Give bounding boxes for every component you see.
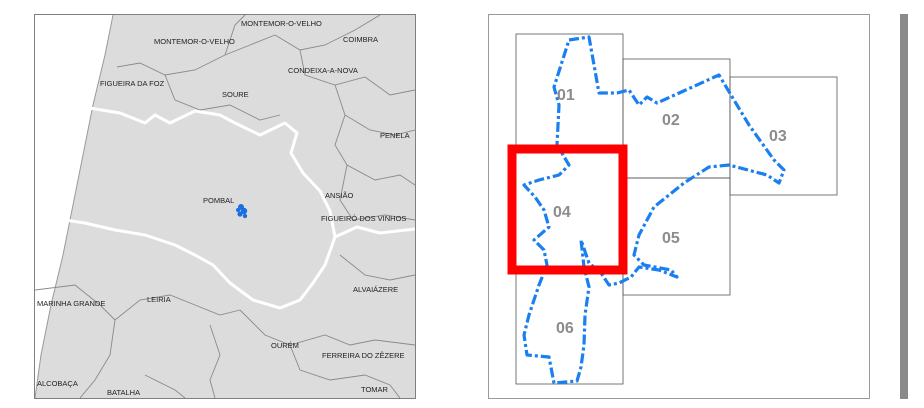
- tile-04-highlight: [507, 144, 628, 275]
- place-soure: SOURE: [222, 90, 249, 99]
- tile-05-label: 05: [662, 230, 680, 247]
- tile-index-svg: 01 02 03 04 05 06: [507, 33, 838, 385]
- place-batalha: BATALHA: [107, 388, 140, 397]
- place-alcobaca: ALCOBAÇA: [37, 379, 78, 388]
- place-tomar: TOMAR: [361, 385, 389, 394]
- place-marinha-grande: MARINHA GRANDE: [37, 299, 105, 308]
- tile-02-label: 02: [662, 112, 680, 129]
- place-alvaiazere: ALVAIÁZERE: [353, 285, 398, 294]
- tile-03-label: 03: [769, 128, 787, 145]
- tile-index-map: 01 02 03 04 05 06: [488, 14, 870, 399]
- location-map-svg: MONTEMOR-O-VELHO MONTEMOR-O-VELHO COIMBR…: [35, 15, 415, 398]
- study-site-marker: [236, 204, 248, 219]
- place-montemor-o-velho: MONTEMOR-O-VELHO: [154, 37, 235, 46]
- sea-area: [35, 15, 113, 398]
- coastline: [35, 15, 114, 398]
- place-figueira-da-foz: FIGUEIRA DA FOZ: [100, 79, 165, 88]
- place-leiria: LEIRIA: [147, 295, 171, 304]
- tile-06-label: 06: [556, 320, 574, 337]
- tile-01-label: 01: [557, 87, 575, 104]
- municipal-borders: [35, 15, 415, 398]
- tile-03-frame: [729, 76, 838, 196]
- district-border: [64, 105, 415, 310]
- place-penela: PENELA: [380, 131, 410, 140]
- tile-04-label: 04: [553, 204, 571, 221]
- place-ferreira-do-zezere: FERREIRA DO ZÊZERE: [322, 351, 405, 360]
- place-montemor-o-velho-north: MONTEMOR-O-VELHO: [241, 19, 322, 28]
- window-edge-bar: [900, 14, 908, 399]
- place-condeixa-a-nova: CONDEIXA-A-NOVA: [288, 66, 358, 75]
- place-figueiro-dos-vinhos: FIGUEIRÓ DOS VINHOS: [321, 214, 406, 223]
- study-area-outline: [522, 35, 786, 385]
- location-map: MONTEMOR-O-VELHO MONTEMOR-O-VELHO COIMBR…: [34, 14, 416, 399]
- place-coimbra: COIMBRA: [343, 35, 378, 44]
- place-pombal: POMBAL: [203, 196, 234, 205]
- place-ourem: OURÉM: [271, 341, 299, 350]
- place-ansiao: ANSIÃO: [325, 191, 354, 200]
